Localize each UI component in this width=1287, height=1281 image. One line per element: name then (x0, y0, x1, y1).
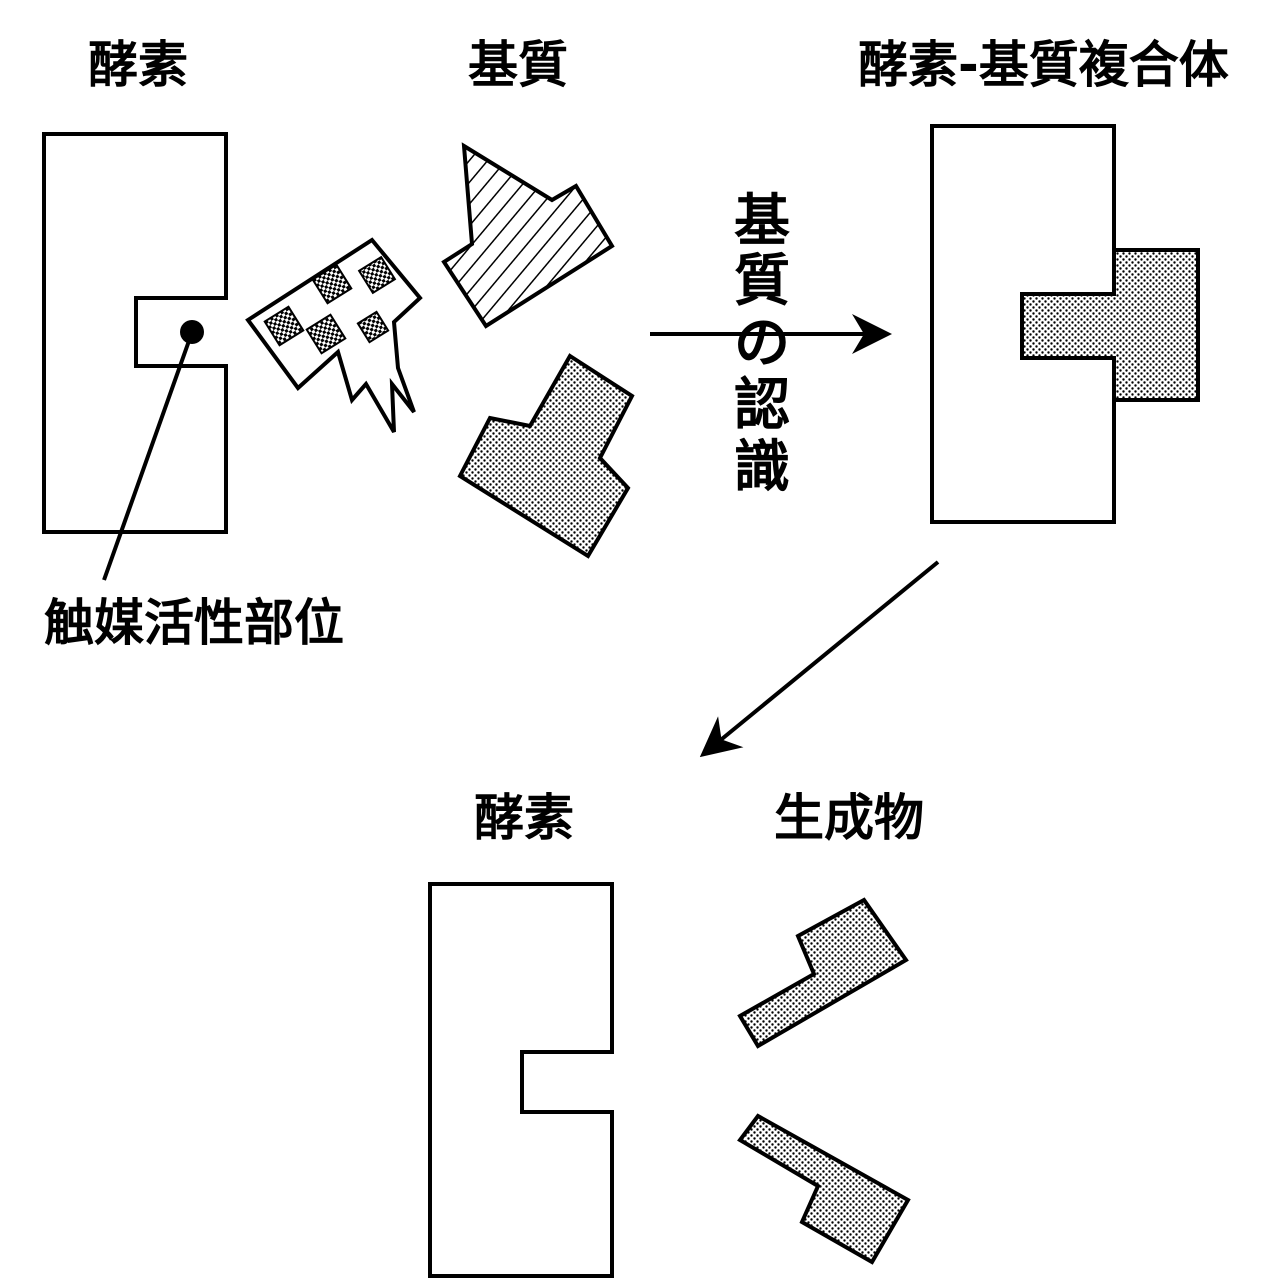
recognition-char-4: 認 (734, 373, 790, 438)
label-enzyme-top: 酵素 (88, 36, 188, 94)
check-cell (263, 305, 305, 347)
reaction-arrow (699, 560, 940, 758)
recognition-char-3: の (734, 311, 790, 376)
label-enzyme-bottom: 酵素 (474, 789, 574, 847)
check-cell (305, 313, 347, 355)
enzyme-shape-bottom (428, 882, 614, 1278)
recognition-char-1: 基 (734, 189, 790, 254)
active-site-dot (180, 320, 204, 344)
label-product: 生成物 (774, 789, 924, 847)
label-substrate: 基質 (468, 36, 568, 94)
product-piece-upper (737, 897, 909, 1049)
active-site-pointer (102, 337, 192, 581)
substrate-hatched (441, 142, 615, 329)
substrate-dotted (457, 353, 635, 559)
enzyme-shape-top (42, 132, 228, 534)
check-cell (356, 310, 390, 344)
recognition-char-2: 質 (734, 249, 790, 314)
check-cell (357, 255, 397, 295)
label-active-site: 触媒活性部位 (44, 594, 344, 652)
recognition-char-5: 識 (734, 435, 790, 500)
product-piece-lower (737, 1113, 911, 1265)
check-cell (311, 263, 353, 305)
substrate-checkered (245, 237, 423, 434)
label-substrate-recognition: 基 質 の 認 識 (734, 189, 790, 500)
complex-substrate-shape (1020, 248, 1200, 402)
label-complex: 酵素-基質複合体 (858, 36, 1229, 94)
